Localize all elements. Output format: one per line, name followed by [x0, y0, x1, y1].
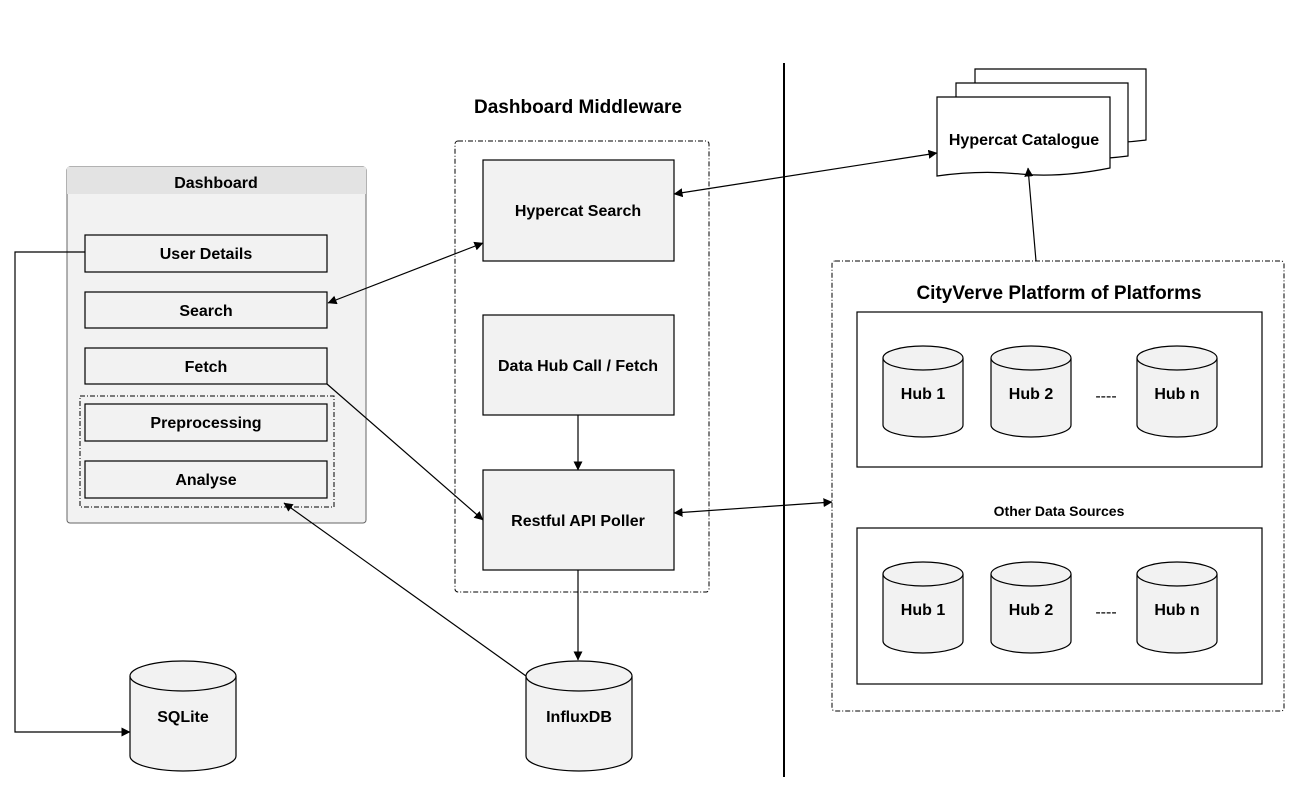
fetch-label: Fetch: [185, 359, 228, 376]
analyse-label: Analyse: [175, 472, 236, 489]
arrow-fetch-poller: [326, 383, 484, 521]
search-label: Search: [179, 303, 232, 320]
hub-n-label: Hub n: [1154, 602, 1199, 619]
data-hub-call-box[interactable]: Data Hub Call / Fetch: [482, 314, 675, 416]
data-hub-call-label: Data Hub Call / Fetch: [498, 358, 658, 375]
arrow-hypercat-catalogue: [673, 149, 938, 198]
sqlite-label: SQLite: [157, 709, 209, 726]
other-data-sources-label: Other Data Sources: [994, 503, 1125, 519]
restful-poller-box[interactable]: Restful API Poller: [482, 469, 675, 571]
hub-n-cylinder[interactable]: Hub n: [1136, 561, 1218, 654]
preprocessing-label: Preprocessing: [150, 415, 261, 432]
connectors: [14, 149, 1037, 737]
hypercat-search-box[interactable]: Hypercat Search: [482, 159, 675, 262]
middleware-panel: Dashboard Middleware Hypercat Search Dat…: [454, 97, 710, 593]
hub-1-cylinder[interactable]: Hub 1: [882, 561, 964, 654]
hypercat-search-label: Hypercat Search: [515, 203, 641, 220]
hub-2-cylinder[interactable]: Hub 2: [990, 561, 1072, 654]
arrow-influxdb-analyse: [283, 502, 527, 677]
hub-1-cylinder[interactable]: Hub 1: [882, 345, 964, 438]
hub-2-label: Hub 2: [1009, 602, 1054, 619]
arrow-platform-catalogue: [1024, 167, 1037, 262]
hypercat-catalogue-label: Hypercat Catalogue: [949, 132, 1099, 149]
hub-1-label: Hub 1: [901, 602, 946, 619]
dashboard-panel: Dashboard User Details Search Fetch Prep…: [66, 166, 367, 524]
middleware-title: Dashboard Middleware: [474, 97, 682, 118]
influxdb-label: InfluxDB: [546, 709, 612, 726]
dashboard-title: Dashboard: [174, 175, 258, 192]
preprocessing-box[interactable]: Preprocessing: [84, 403, 328, 442]
hub-2-label: Hub 2: [1009, 386, 1054, 403]
analyse-box[interactable]: Analyse: [84, 460, 328, 499]
sqlite-database[interactable]: SQLite: [129, 660, 237, 772]
hub-ellipsis: ----: [1095, 388, 1116, 405]
fetch-box[interactable]: Fetch: [84, 347, 328, 385]
user-details-label: User Details: [160, 246, 253, 263]
arrow-poller-platform: [673, 498, 833, 517]
user-details-box[interactable]: User Details: [84, 234, 328, 273]
restful-poller-label: Restful API Poller: [511, 513, 645, 530]
processing-group: [79, 395, 335, 508]
hypercat-catalogue[interactable]: Hypercat Catalogue: [936, 68, 1147, 177]
search-box[interactable]: Search: [84, 291, 328, 329]
cityverve-platform: CityVerve Platform of Platforms Hub 1 Hu…: [831, 260, 1285, 712]
hub-ellipsis: ----: [1095, 604, 1116, 621]
hub-1-label: Hub 1: [901, 386, 946, 403]
hub-2-cylinder[interactable]: Hub 2: [990, 345, 1072, 438]
hub-n-cylinder[interactable]: Hub n: [1136, 345, 1218, 438]
arrow-user-details-sqlite: [14, 251, 131, 737]
arrow-search-hypercat: [327, 241, 484, 305]
influxdb-database[interactable]: InfluxDB: [525, 660, 633, 772]
hub-n-label: Hub n: [1154, 386, 1199, 403]
platform-title: CityVerve Platform of Platforms: [916, 283, 1201, 304]
